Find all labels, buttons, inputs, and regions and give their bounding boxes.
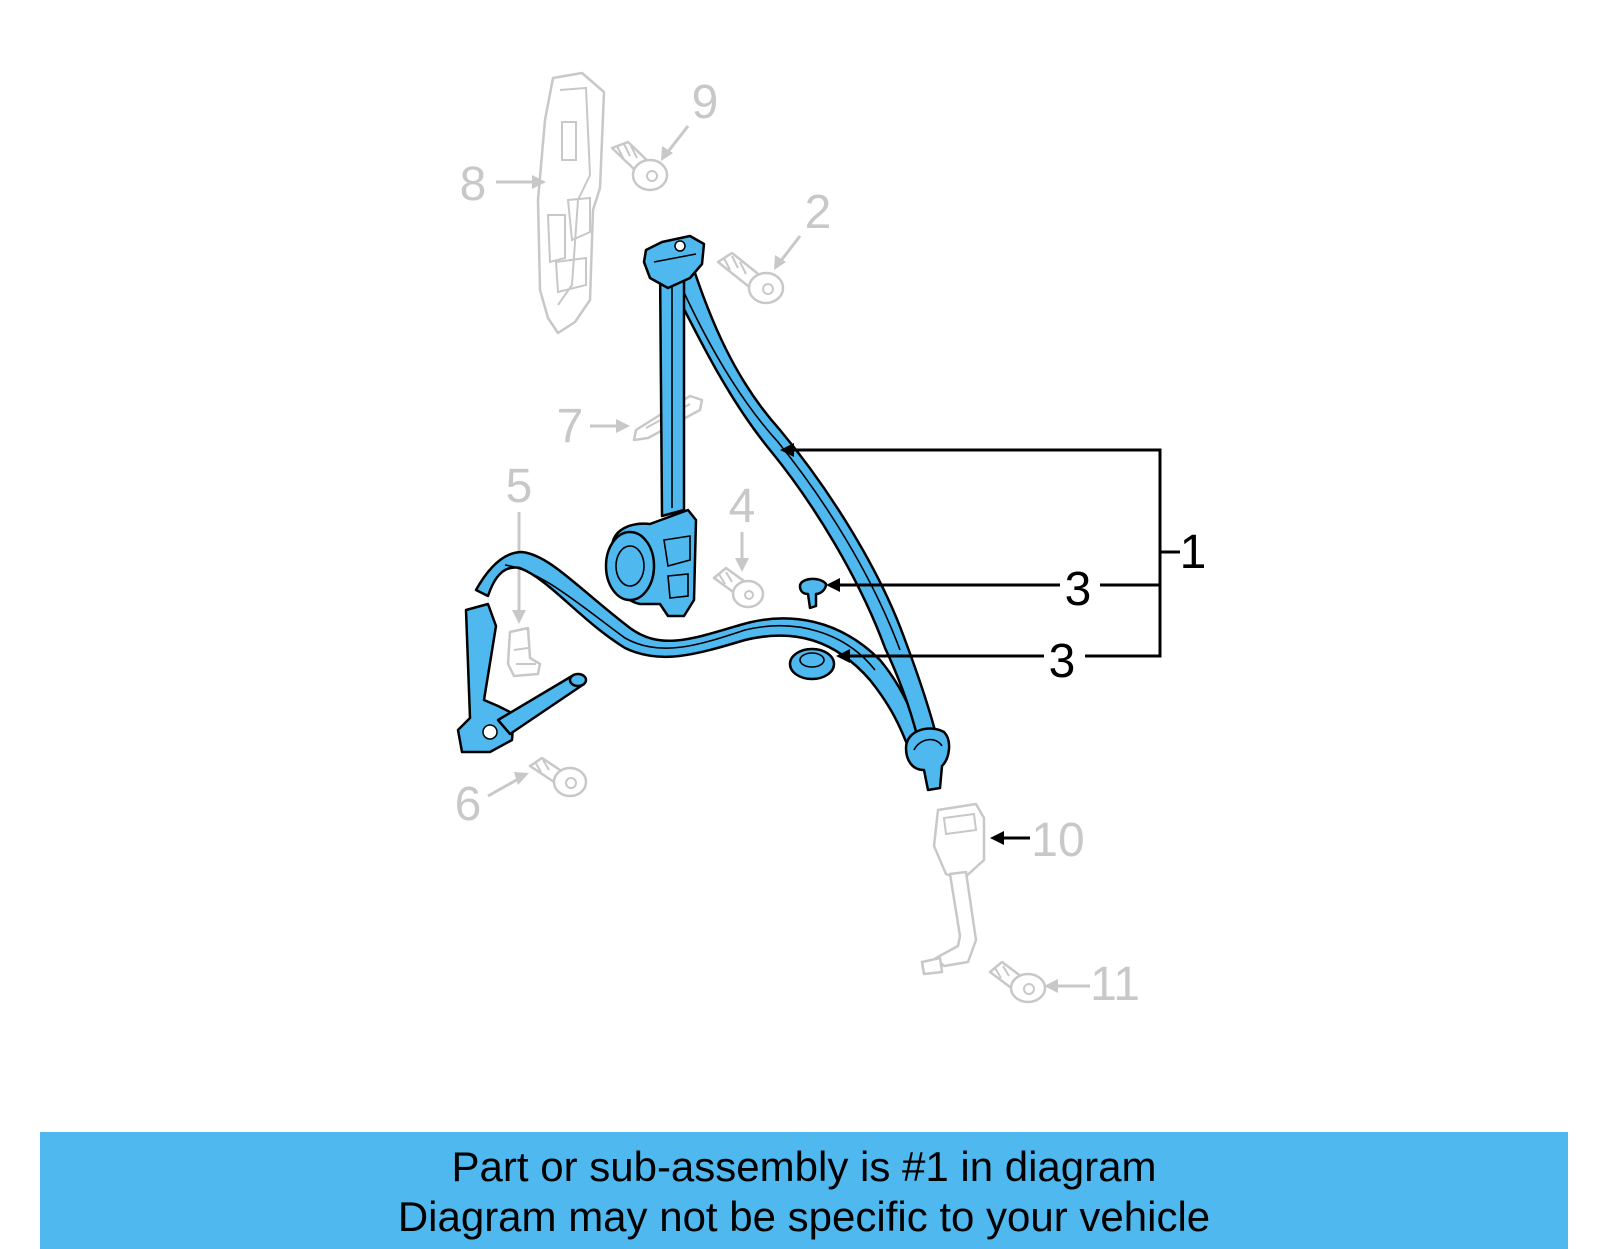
bolt-4: [712, 566, 765, 609]
bolt-9: [610, 140, 669, 192]
callout-5: 5: [506, 460, 533, 624]
callout-2: 2: [774, 186, 831, 270]
callout-label-11: 11: [1090, 958, 1140, 1011]
bolt-11: [988, 960, 1047, 1004]
footer-banner: Part or sub-assembly is #1 in diagram Di…: [40, 1132, 1568, 1249]
callout-label-3-upper: 3: [1065, 563, 1092, 616]
callout-label-2: 2: [805, 186, 832, 239]
callout-6: 6: [455, 772, 529, 831]
callout-7: 7: [557, 400, 630, 453]
footer-line-1: Part or sub-assembly is #1 in diagram: [451, 1143, 1157, 1190]
bolt-6: [528, 756, 588, 798]
callout-label-3-lower: 3: [1049, 635, 1076, 688]
callout-11: 11: [1044, 958, 1140, 1011]
callout-label-8: 8: [460, 158, 487, 211]
callout-label-7: 7: [557, 400, 584, 453]
callout-3-lower: 3: [836, 635, 1075, 688]
callout-label-10: 10: [1031, 814, 1084, 867]
callout-4: 4: [729, 480, 756, 572]
callout-8: 8: [460, 158, 546, 211]
callout-label-6: 6: [455, 778, 482, 831]
callout-label-9: 9: [692, 76, 719, 129]
callout-1: 1: [780, 443, 1207, 658]
seat-belt-assembly: [456, 234, 951, 792]
callout-3-upper: 3: [826, 563, 1091, 616]
callout-label-5: 5: [506, 460, 533, 513]
bolt-2: [716, 251, 785, 305]
anchor-bracket-5: [506, 626, 542, 678]
callout-label-4: 4: [729, 480, 756, 533]
height-adjuster-rail: [536, 71, 606, 335]
buckle-assembly-10: [920, 802, 986, 976]
callout-10: 10: [990, 814, 1085, 867]
callout-9: 9: [661, 76, 718, 161]
footer-line-2: Diagram may not be specific to your vehi…: [397, 1193, 1211, 1240]
callout-label-1: 1: [1180, 526, 1207, 579]
